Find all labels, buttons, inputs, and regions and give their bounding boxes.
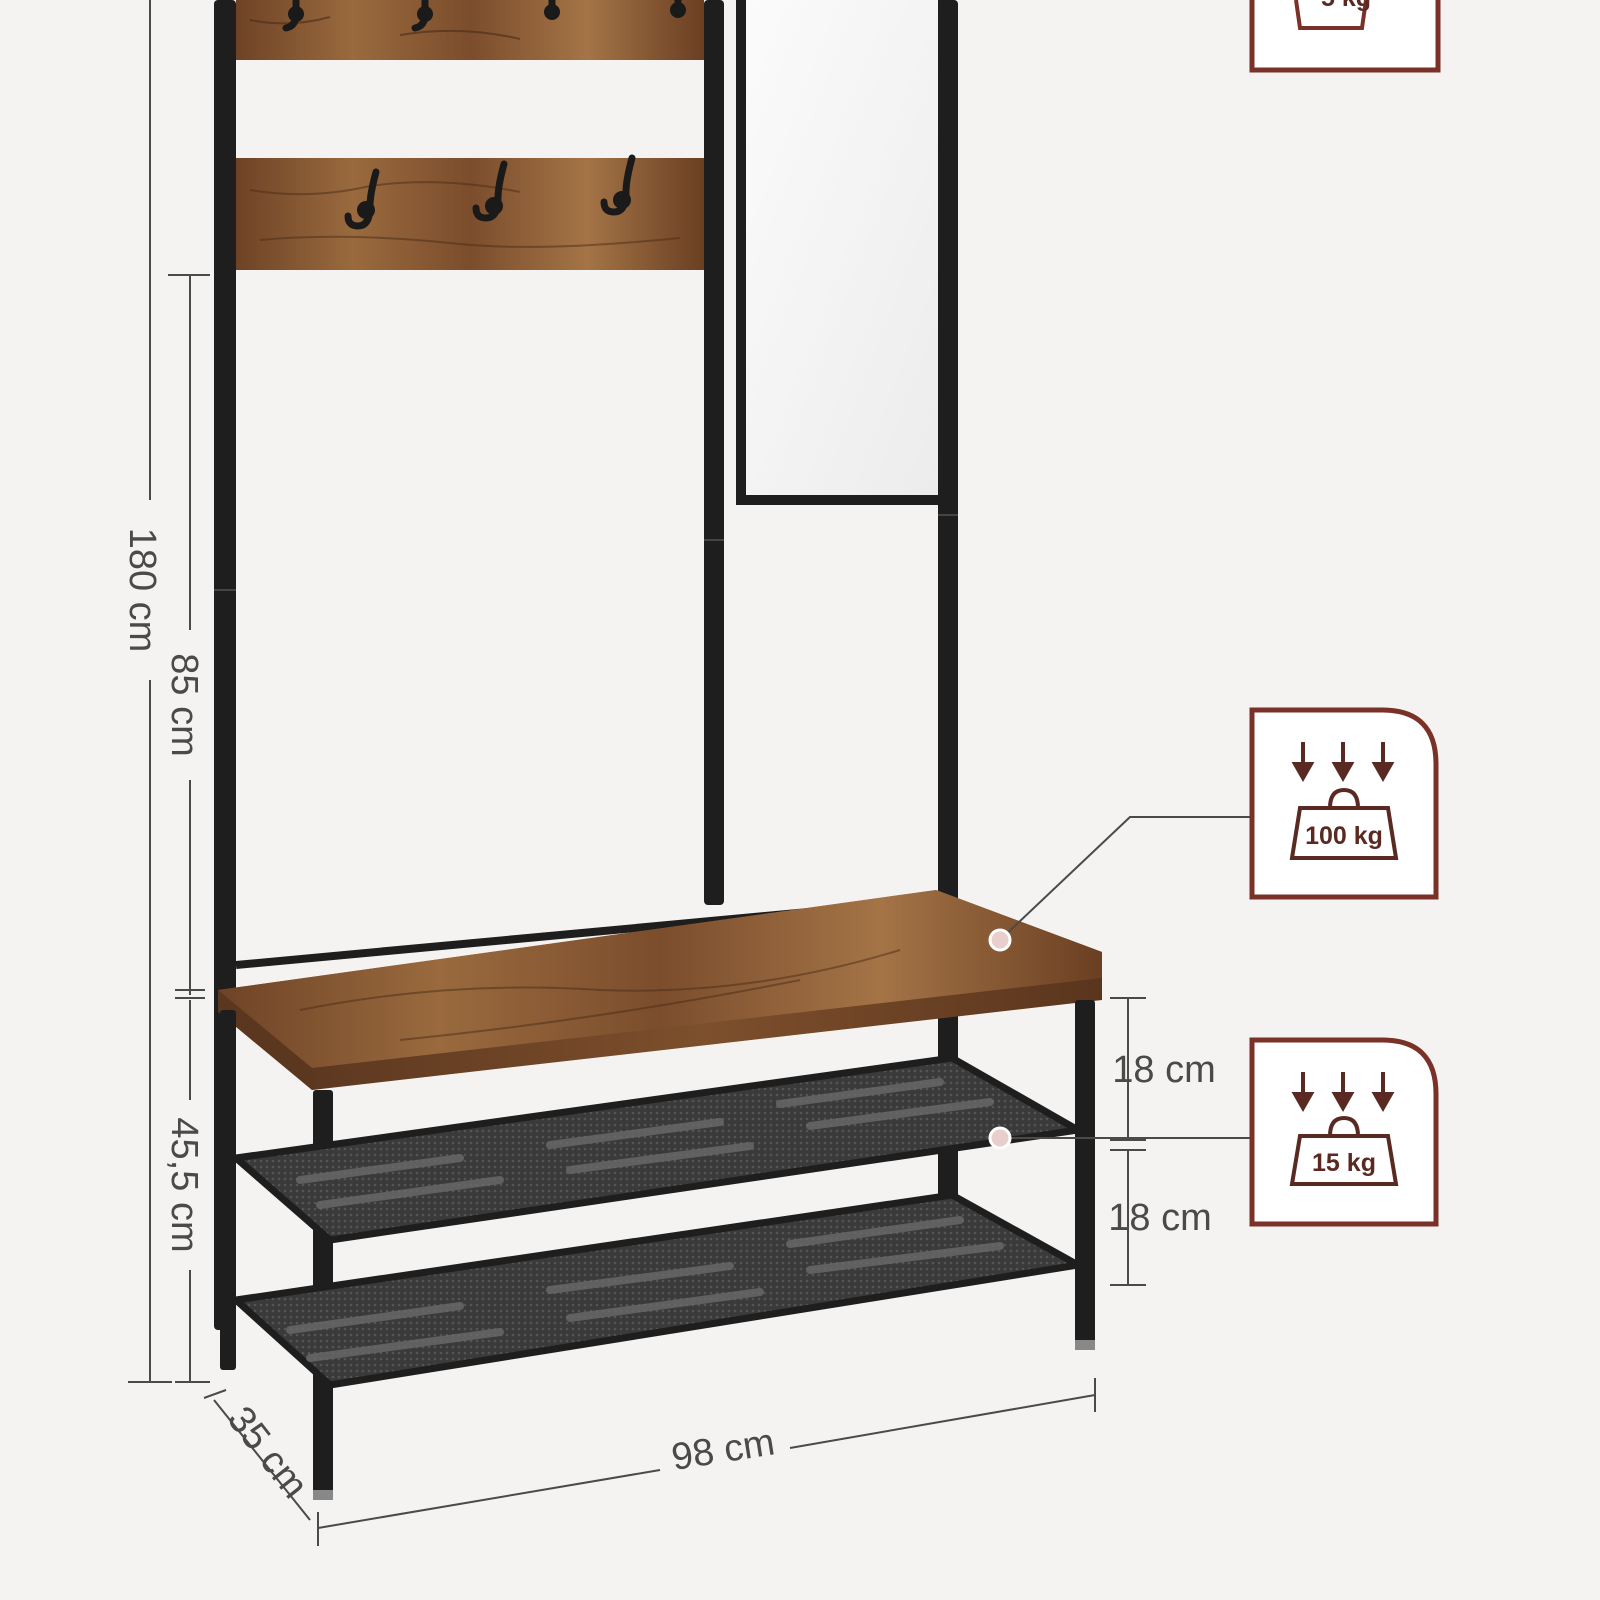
load-badge-top-text: 5 kg <box>1321 0 1371 12</box>
weight-icon <box>1289 1115 1399 1186</box>
hook-board-bottom <box>236 158 704 270</box>
dimension-depth: 35 cm <box>219 1399 316 1506</box>
hook-icon <box>344 168 380 230</box>
load-badge-shelf-text: 15 kg <box>1312 1149 1376 1177</box>
hook-icon <box>544 0 560 20</box>
hook-icon <box>472 160 508 222</box>
load-badge-top: 5 kg <box>1249 0 1441 73</box>
dimension-lines <box>128 0 1250 1546</box>
hook-icon <box>600 154 636 216</box>
hook-icon <box>282 0 304 32</box>
hook-icon <box>411 0 433 32</box>
hook-icon <box>670 0 686 18</box>
dimension-bench-height: 45,5 cm <box>163 1117 205 1252</box>
dimension-upper-height: 85 cm <box>163 653 205 756</box>
dimension-shelf-gap-2: 18 cm <box>1108 1197 1211 1239</box>
dimension-total-height: 180 cm <box>121 528 163 653</box>
arrow-down-icon <box>1291 742 1395 783</box>
mirror <box>736 0 948 505</box>
load-badge-bench: 100 kg <box>1249 707 1439 900</box>
mesh-shelf-lower <box>228 1191 1089 1389</box>
bench <box>218 890 1102 1500</box>
weight-icon <box>1289 787 1399 860</box>
mesh-shelf-upper <box>227 1054 1089 1244</box>
middle-post <box>704 0 724 905</box>
hook-board-top <box>236 0 704 60</box>
load-badge-bench-text: 100 kg <box>1305 822 1383 850</box>
load-badge-shelf: 15 kg <box>1249 1037 1439 1227</box>
hooks <box>282 0 686 230</box>
dimension-shelf-gap-1: 18 cm <box>1112 1049 1215 1091</box>
dimension-width: 98 cm <box>669 1421 778 1479</box>
arrow-down-icon <box>1291 1072 1395 1113</box>
